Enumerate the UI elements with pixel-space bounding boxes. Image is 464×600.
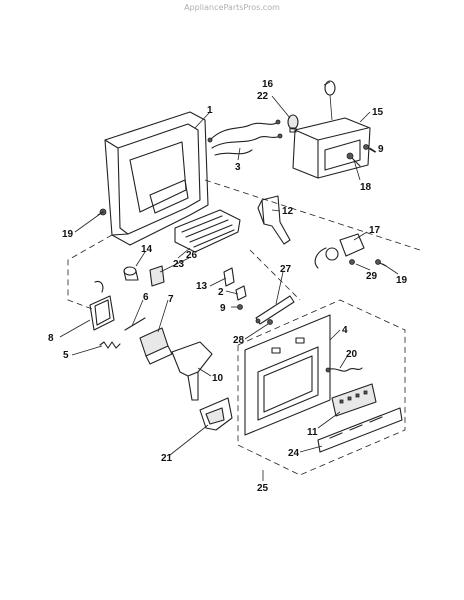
part-8-door-module[interactable]	[89, 280, 115, 331]
callout-27: 27	[280, 264, 292, 275]
part-15-control-box[interactable]	[292, 117, 371, 179]
part-25-escutcheon-frame[interactable]	[237, 299, 406, 476]
callout-6: 6	[143, 292, 149, 303]
callout-13: 13	[196, 281, 208, 292]
callout-29: 29	[366, 271, 378, 282]
part-17-motor[interactable]	[314, 233, 365, 269]
part-9-screw-mid[interactable]	[237, 304, 243, 310]
watermark-text: AppliancePartsPros.com	[184, 3, 280, 12]
part-7-actuator-pad[interactable]	[139, 327, 173, 365]
part-14-solenoid[interactable]	[123, 266, 139, 281]
callout-8: 8	[48, 333, 54, 344]
part-1-housing[interactable]	[104, 111, 209, 246]
part-6-rod[interactable]	[124, 317, 146, 331]
callout-11: 11	[307, 427, 318, 438]
leader-lines	[59, 81, 399, 481]
part-2-bracket[interactable]	[235, 285, 247, 301]
part-18-screw[interactable]	[346, 152, 361, 167]
callout-4: 4	[342, 325, 348, 336]
part-10-ice-chute[interactable]	[171, 341, 213, 401]
part-27-lever[interactable]	[255, 295, 295, 325]
callout-15: 15	[372, 107, 384, 118]
part-3-wire-harness[interactable]	[207, 119, 283, 156]
part-12-bracket[interactable]	[257, 195, 291, 245]
callout-9-mid: 9	[220, 303, 226, 314]
callout-18: 18	[360, 182, 372, 193]
part-16-lamp-socket[interactable]	[324, 80, 336, 121]
part-5-spring[interactable]	[99, 341, 121, 349]
callout-19-right: 19	[396, 275, 408, 286]
callout-20: 20	[346, 349, 358, 360]
callout-24: 24	[288, 448, 300, 459]
callout-labels: 1 16 22 15 3 9 18 12 19 23 17 29 19 14 2…	[48, 79, 408, 494]
callout-14: 14	[141, 244, 153, 255]
callout-26: 26	[186, 250, 198, 261]
part-24-trim-strip[interactable]	[317, 407, 403, 453]
part-4-front-panel[interactable]	[244, 314, 331, 436]
callout-5: 5	[63, 350, 69, 361]
part-28-pin[interactable]	[267, 319, 273, 325]
callout-28: 28	[233, 335, 245, 346]
callout-7: 7	[168, 294, 174, 305]
callout-3: 3	[235, 162, 241, 173]
part-22-light-bulb[interactable]	[287, 114, 299, 133]
part-11-control-board[interactable]	[331, 383, 377, 417]
part-9-screw-top[interactable]	[363, 144, 376, 153]
callout-12: 12	[282, 206, 294, 217]
callout-25: 25	[257, 483, 269, 494]
part-29-screw[interactable]	[349, 259, 355, 265]
callout-16: 16	[262, 79, 274, 90]
callout-19-left: 19	[62, 229, 74, 240]
callout-22: 22	[257, 91, 269, 102]
callout-21: 21	[161, 453, 173, 464]
part-13-microswitch[interactable]	[223, 267, 235, 287]
callout-2: 2	[218, 287, 224, 298]
callout-23: 23	[173, 259, 185, 270]
callout-1: 1	[207, 105, 213, 116]
callout-10: 10	[212, 373, 224, 384]
callout-17: 17	[369, 225, 381, 236]
callout-9-top: 9	[378, 144, 384, 155]
part-20-wire-connector[interactable]	[325, 367, 363, 373]
part-23-drip-tray[interactable]	[174, 209, 241, 253]
part-21-funnel[interactable]	[199, 397, 233, 431]
part-26-switch[interactable]	[149, 265, 165, 287]
